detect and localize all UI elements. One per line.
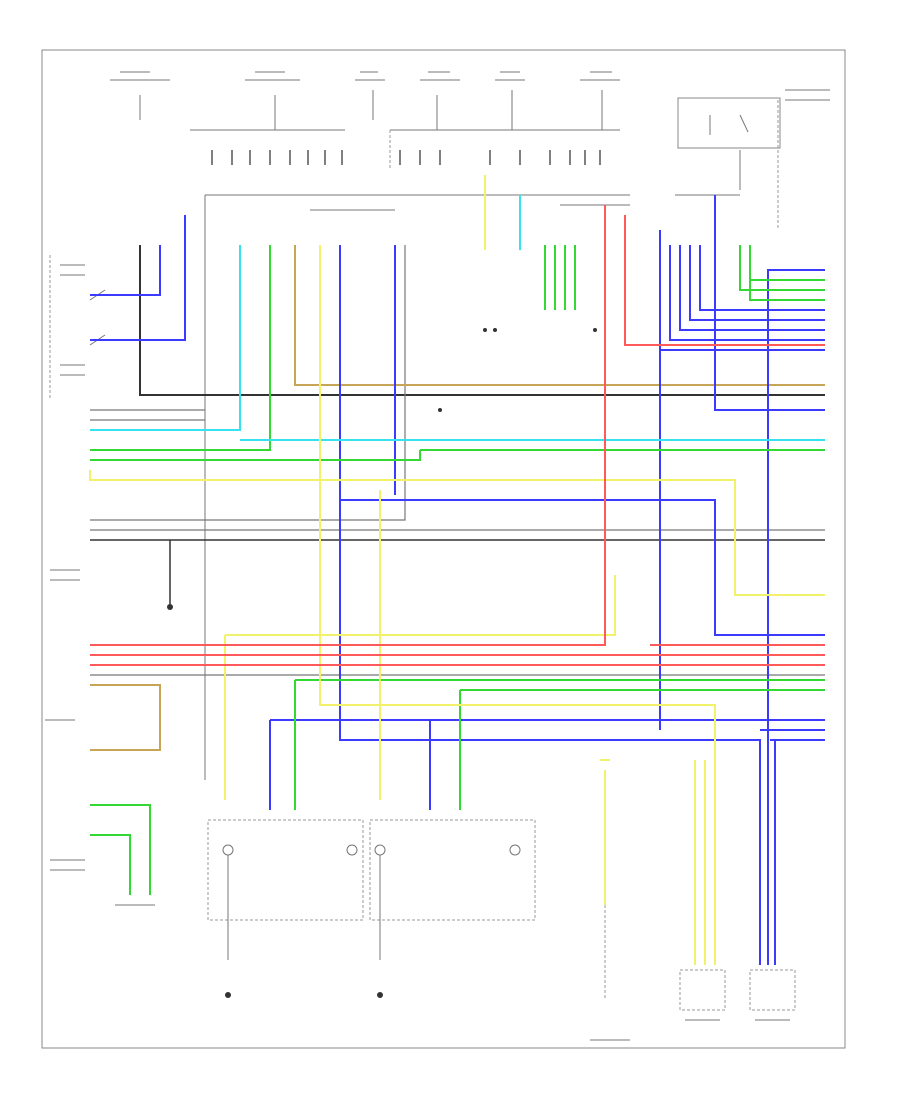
label-marks [45, 71, 830, 1041]
diagram-frame [41, 49, 846, 1049]
green-wires [90, 245, 825, 895]
yellow-wires [89, 175, 825, 965]
relay-box [677, 97, 781, 230]
red-wires [90, 205, 825, 666]
ground-point-left [167, 604, 173, 610]
ground-point-2 [377, 992, 383, 998]
blue-wires [90, 195, 825, 965]
top-fuse-rail [110, 79, 620, 170]
connector-bus [204, 194, 740, 780]
cyan-wires [90, 195, 825, 441]
junction-dots [438, 328, 597, 412]
connector-pins [211, 150, 601, 165]
door-lock-switch [49, 255, 106, 400]
ground-point-1 [225, 992, 231, 998]
tan-wires [90, 245, 825, 751]
control-modules [207, 819, 796, 1011]
